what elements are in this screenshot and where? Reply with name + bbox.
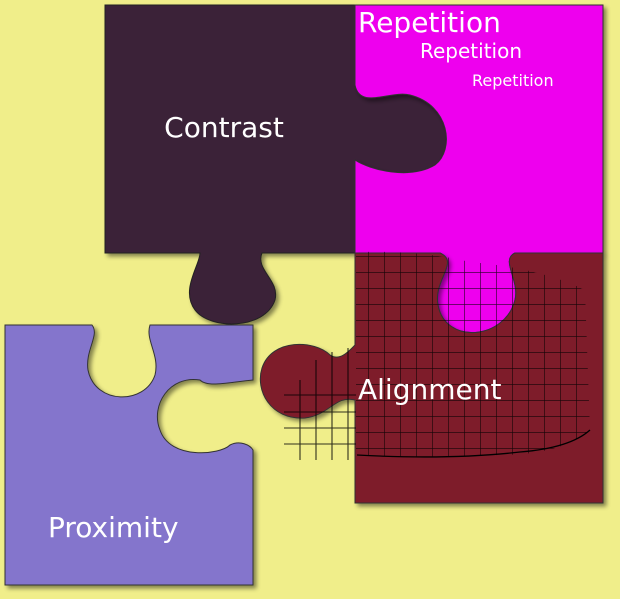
repetition-label-2: Repetition — [420, 39, 522, 63]
repetition-label-3: Repetition — [472, 71, 554, 90]
contrast-label: Contrast — [164, 111, 284, 144]
proximity-label: Proximity — [48, 511, 179, 544]
alignment-label: Alignment — [358, 373, 501, 406]
repetition-label-1: Repetition — [358, 6, 501, 39]
